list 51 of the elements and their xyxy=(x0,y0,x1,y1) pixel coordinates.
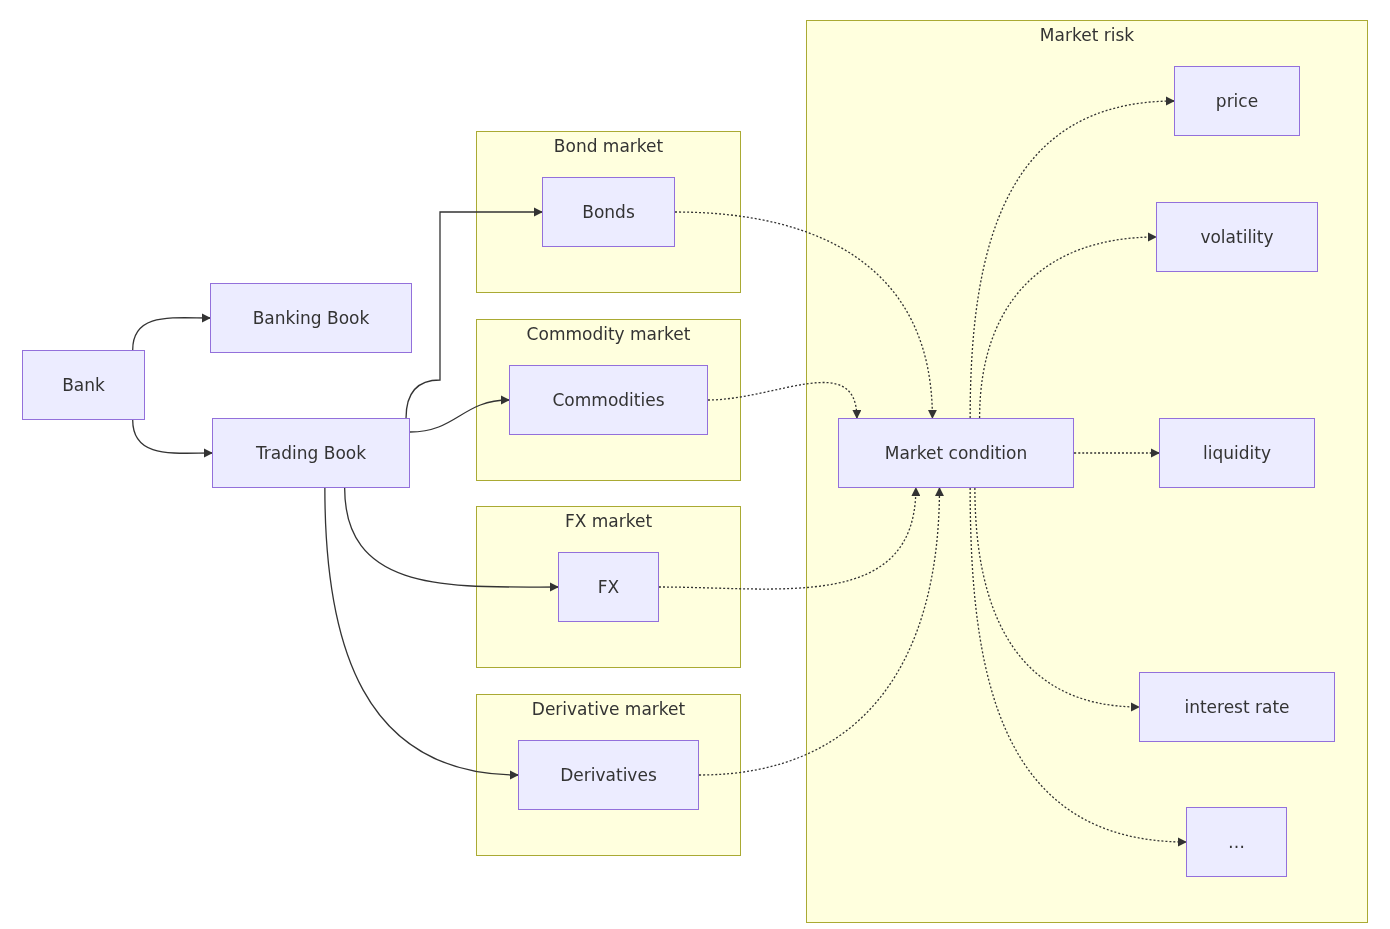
process-box xyxy=(1159,418,1315,488)
arrow xyxy=(344,487,559,592)
arrow xyxy=(409,395,510,433)
group-title: Market risk xyxy=(1038,25,1136,45)
process-box xyxy=(1156,202,1318,272)
node-label: Trading Book xyxy=(255,443,367,463)
process-box xyxy=(518,740,699,810)
group-title: Derivative market xyxy=(530,699,687,719)
process-box xyxy=(212,418,410,488)
arrow xyxy=(698,487,944,776)
node-label: Derivatives xyxy=(560,765,657,785)
node-label: … xyxy=(1228,832,1245,852)
arrow xyxy=(405,207,543,419)
node-label: Bonds xyxy=(582,202,635,222)
node-label: price xyxy=(1215,91,1259,111)
group-title: Commodity market xyxy=(525,324,692,344)
node-label: Market condition xyxy=(884,443,1028,463)
process-box xyxy=(838,418,1074,488)
arrow xyxy=(132,313,211,351)
group-frame xyxy=(476,694,741,856)
arrow xyxy=(974,487,1140,711)
process-box xyxy=(542,177,675,247)
node-label: volatility xyxy=(1200,227,1274,247)
node-label: Bank xyxy=(62,375,105,395)
process-box xyxy=(558,552,659,622)
arrow xyxy=(658,487,920,590)
group-title: FX market xyxy=(563,511,654,531)
group-frame xyxy=(806,20,1368,923)
arrow xyxy=(132,419,213,458)
arrow xyxy=(674,211,937,419)
arrow xyxy=(978,232,1157,419)
arrow xyxy=(969,487,1187,846)
node-label: Banking Book xyxy=(252,308,370,328)
node-label: liquidity xyxy=(1203,443,1271,463)
process-box xyxy=(1186,807,1287,877)
arrow xyxy=(969,97,1175,419)
node-label: interest rate xyxy=(1184,697,1290,717)
arrow xyxy=(707,381,861,419)
arrow xyxy=(324,487,519,779)
process-box xyxy=(210,283,412,353)
group-frame xyxy=(476,131,741,293)
group-frame xyxy=(476,506,741,668)
group-frame xyxy=(476,319,741,481)
process-box xyxy=(509,365,708,435)
node-label: FX xyxy=(597,577,620,597)
group-title: Bond market xyxy=(552,136,665,156)
arrow xyxy=(1073,448,1160,458)
process-box xyxy=(1174,66,1300,136)
process-box xyxy=(1139,672,1335,742)
node-label: Commodities xyxy=(552,390,665,410)
process-box xyxy=(22,350,145,420)
